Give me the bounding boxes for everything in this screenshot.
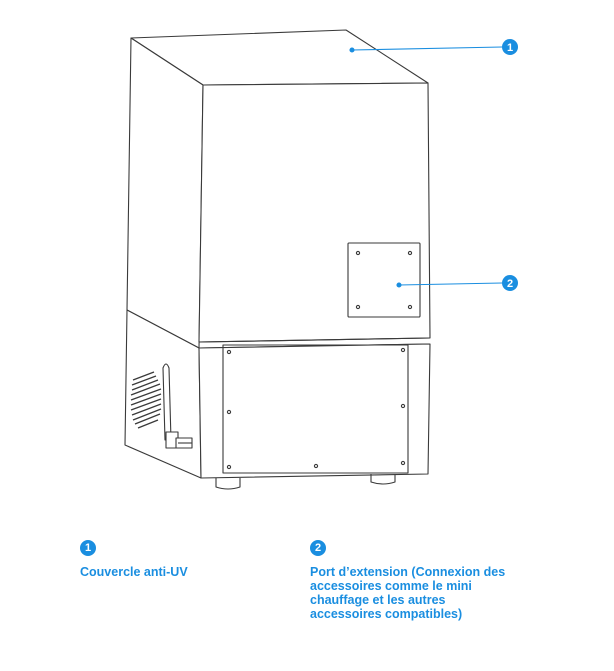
antenna [162, 363, 193, 449]
legend-badge-2: 2 [310, 540, 326, 556]
legend-badge-1: 1 [80, 540, 96, 556]
printer-base [124, 309, 431, 490]
legend-item-uv-cover: 1 Couvercle anti-UV [80, 540, 188, 579]
callout-badge-1: 1 [502, 39, 518, 55]
callout-leaders [349, 46, 503, 288]
callout-badge-1-number: 1 [507, 42, 513, 54]
legend-item-extension-port: 2 Port d’extension (Connexion des access… [310, 540, 550, 621]
callout-badge-2-number: 2 [507, 278, 513, 290]
legend-label-uv-cover: Couvercle anti-UV [80, 565, 188, 579]
callout-badge-2: 2 [502, 275, 518, 291]
legend-label-extension-port: Port d’extension (Connexion des accessoi… [310, 565, 506, 621]
ventilation-grille [130, 371, 162, 429]
extension-port-plate [347, 242, 421, 318]
